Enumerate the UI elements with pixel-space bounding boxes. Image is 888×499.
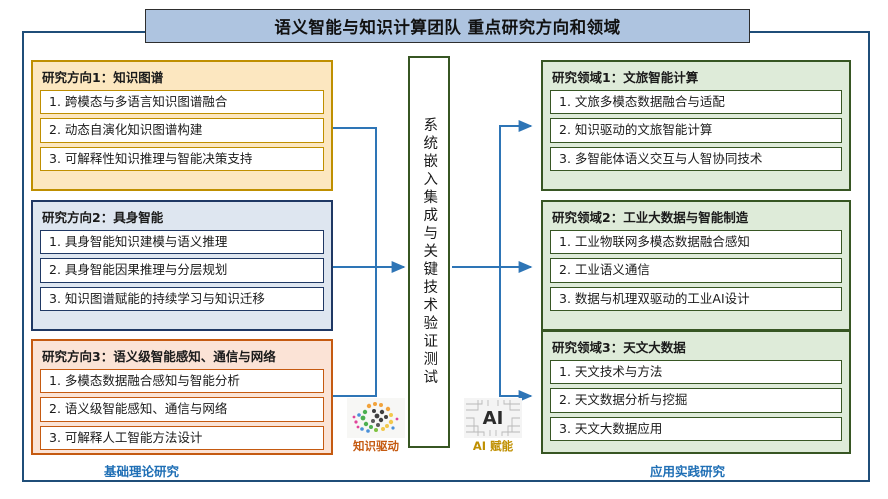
svg-text:AI: AI <box>483 408 504 429</box>
ai-empower-block: AI AI 赋能 <box>462 398 524 453</box>
group-item-list: 1. 具身智能知识建模与语义推理 2. 具身智能因果推理与分层规划 3. 知识图… <box>33 230 331 317</box>
center-integration-box[interactable]: 系统嵌入集成与关键技术验证测试 <box>408 56 450 448</box>
list-item[interactable]: 2. 工业语义通信 <box>550 258 842 283</box>
footer-label-basic-theory: 基础理论研究 <box>104 464 180 479</box>
knowledge-graph-icon <box>347 398 405 438</box>
group-item-list: 1. 多模态数据融合感知与智能分析 2. 语义级智能感知、通信与网络 3. 可解… <box>33 369 331 456</box>
group-heading: 研究领域1：文旅智能计算 <box>552 70 699 85</box>
list-item[interactable]: 3. 数据与机理双驱动的工业AI设计 <box>550 286 842 312</box>
group-research-direction-2[interactable]: 研究方向2：具身智能 1. 具身智能知识建模与语义推理 2. 具身智能因果推理与… <box>31 200 333 331</box>
group-item-list: 1. 工业物联网多模态数据融合感知 2. 工业语义通信 3. 数据与机理双驱动的… <box>543 230 849 317</box>
knowledge-driven-caption: 知识驱动 <box>353 439 399 453</box>
connector-dir3 <box>333 267 377 397</box>
list-item[interactable]: 2. 动态自演化知识图谱构建 <box>40 118 324 143</box>
diagram-title-box: 语义智能与知识计算团队 重点研究方向和领域 <box>145 9 750 43</box>
list-item[interactable]: 1. 天文技术与方法 <box>550 360 842 385</box>
group-research-direction-3[interactable]: 研究方向3：语义级智能感知、通信与网络 1. 多模态数据融合感知与智能分析 2.… <box>31 339 333 455</box>
connector-area3 <box>499 267 533 402</box>
group-research-direction-1[interactable]: 研究方向1：知识图谱 1. 跨模态与多语言知识图谱融合 2. 动态自演化知识图谱… <box>31 60 333 191</box>
group-heading: 研究方向1：知识图谱 <box>42 70 164 85</box>
group-item-list: 1. 天文技术与方法 2. 天文数据分析与挖掘 3. 天文大数据应用 <box>543 360 849 447</box>
list-item[interactable]: 2. 具身智能因果推理与分层规划 <box>40 258 324 283</box>
list-item[interactable]: 1. 具身智能知识建模与语义推理 <box>40 230 324 255</box>
list-item[interactable]: 3. 可解释人工智能方法设计 <box>40 425 324 451</box>
connector-area1 <box>499 120 533 267</box>
list-item[interactable]: 3. 可解释性知识推理与智能决策支持 <box>40 146 324 172</box>
group-research-area-2[interactable]: 研究领域2：工业大数据与智能制造 1. 工业物联网多模态数据融合感知 2. 工业… <box>541 200 851 331</box>
connector-dir1 <box>333 127 377 267</box>
page-title: 语义智能与知识计算团队 重点研究方向和领域 <box>274 18 621 37</box>
list-item[interactable]: 2. 天文数据分析与挖掘 <box>550 388 842 413</box>
group-heading: 研究领域3：天文大数据 <box>552 340 686 355</box>
group-research-area-3[interactable]: 研究领域3：天文大数据 1. 天文技术与方法 2. 天文数据分析与挖掘 3. 天… <box>541 330 851 454</box>
center-vertical-label: 系统嵌入集成与关键技术验证测试 <box>421 117 438 387</box>
list-item[interactable]: 3. 知识图谱赋能的持续学习与知识迁移 <box>40 286 324 312</box>
group-heading: 研究方向2：具身智能 <box>42 210 164 225</box>
list-item[interactable]: 1. 多模态数据融合感知与智能分析 <box>40 369 324 394</box>
list-item[interactable]: 2. 语义级智能感知、通信与网络 <box>40 397 324 422</box>
group-item-list: 1. 文旅多模态数据融合与适配 2. 知识驱动的文旅智能计算 3. 多智能体语义… <box>543 90 849 177</box>
group-heading: 研究方向3：语义级智能感知、通信与网络 <box>42 349 276 364</box>
list-item[interactable]: 1. 工业物联网多模态数据融合感知 <box>550 230 842 255</box>
list-item[interactable]: 2. 知识驱动的文旅智能计算 <box>550 118 842 143</box>
list-item[interactable]: 1. 跨模态与多语言知识图谱融合 <box>40 90 324 115</box>
list-item[interactable]: 3. 多智能体语义交互与人智协同技术 <box>550 146 842 172</box>
group-research-area-1[interactable]: 研究领域1：文旅智能计算 1. 文旅多模态数据融合与适配 2. 知识驱动的文旅智… <box>541 60 851 191</box>
footer-label-applied-practice: 应用实践研究 <box>650 464 726 479</box>
group-heading: 研究领域2：工业大数据与智能制造 <box>552 210 749 225</box>
ai-chip-icon: AI <box>464 398 522 438</box>
ai-empower-caption: AI 赋能 <box>472 439 514 453</box>
list-item[interactable]: 3. 天文大数据应用 <box>550 416 842 442</box>
knowledge-driven-block: 知识驱动 <box>345 398 407 453</box>
list-item[interactable]: 1. 文旅多模态数据融合与适配 <box>550 90 842 115</box>
group-item-list: 1. 跨模态与多语言知识图谱融合 2. 动态自演化知识图谱构建 3. 可解释性知… <box>33 90 331 177</box>
